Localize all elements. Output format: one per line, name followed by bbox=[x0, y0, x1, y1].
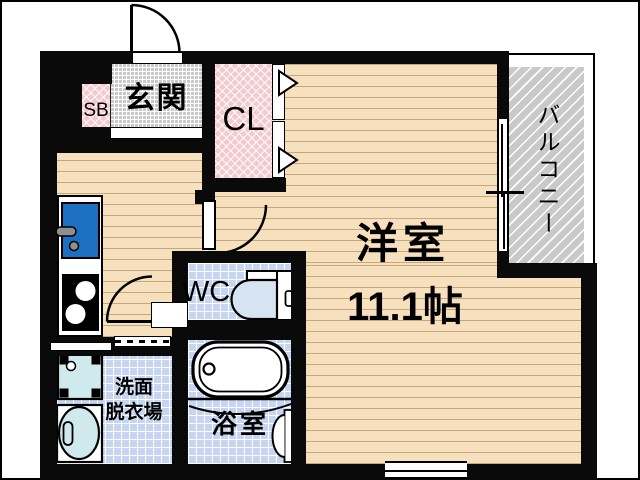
washroom-curtain-opening bbox=[114, 336, 171, 347]
wall-right-lower bbox=[581, 263, 597, 480]
curtain-dashes bbox=[115, 340, 170, 343]
toilet bbox=[230, 270, 294, 321]
window-sash-right bbox=[503, 191, 505, 249]
kitchen-sink bbox=[55, 202, 100, 259]
bath-apron-and-arc bbox=[188, 397, 292, 416]
entrance-floor bbox=[110, 64, 203, 128]
wall-closet-bottom bbox=[202, 178, 286, 192]
stove bbox=[62, 274, 99, 331]
bathtub bbox=[191, 340, 290, 399]
bathroom-label: 浴室 bbox=[210, 408, 269, 439]
bottom-window bbox=[385, 461, 467, 479]
bath-door bbox=[271, 409, 294, 463]
washroom-label-line1: 洗面 bbox=[114, 377, 153, 398]
washroom-label-line2: 脱衣場 bbox=[105, 402, 163, 423]
wall-left-of-sb bbox=[40, 84, 82, 128]
closet-label: CL bbox=[222, 100, 265, 137]
washroom-opening bbox=[50, 342, 112, 351]
washing-machine-pan bbox=[56, 352, 104, 401]
entrance-door bbox=[130, 3, 181, 54]
wall-wc-top bbox=[172, 251, 306, 263]
wall-wc-left-lower bbox=[172, 325, 188, 464]
wall-under-step bbox=[40, 137, 205, 153]
entrance-label: 玄関 bbox=[124, 82, 189, 115]
wc-door-opening bbox=[151, 302, 188, 328]
window-cross-mark bbox=[486, 191, 524, 194]
main-room-size-label: 11.1帖 bbox=[347, 285, 463, 329]
wall-bottom bbox=[40, 464, 597, 480]
window-sash-left bbox=[501, 124, 503, 197]
balcony-label: バルコニー bbox=[534, 102, 560, 238]
wall-left bbox=[40, 51, 57, 480]
wall-window-top bbox=[497, 51, 509, 120]
wall-window-bottom bbox=[497, 250, 509, 264]
closet-area bbox=[215, 64, 272, 178]
wc-door bbox=[105, 275, 153, 323]
closet-door-arrows bbox=[278, 69, 299, 174]
wall-wc-bath-right bbox=[291, 251, 306, 464]
wall-topleft-block bbox=[40, 51, 112, 84]
vanity-sink bbox=[55, 403, 104, 464]
wall-wc-bottom bbox=[172, 320, 306, 340]
shoe-box-label: SB bbox=[83, 100, 109, 121]
balcony-area bbox=[508, 67, 584, 263]
balcony-window bbox=[497, 119, 509, 251]
main-room-door-arc bbox=[217, 204, 268, 255]
entrance-threshold bbox=[132, 52, 183, 64]
bottom-window-rail bbox=[385, 469, 467, 472]
wall-entrance-closet bbox=[202, 51, 215, 204]
toilet-label: WC bbox=[181, 275, 231, 308]
entrance-step bbox=[110, 127, 203, 139]
wall-balcony-bottom bbox=[497, 263, 588, 278]
main-room-label: 洋室 bbox=[355, 219, 450, 267]
main-room-door-leaf bbox=[202, 200, 216, 250]
washroom-label: 洗面 脱衣場 bbox=[98, 375, 170, 429]
wall-wc-left-upper bbox=[172, 263, 188, 307]
